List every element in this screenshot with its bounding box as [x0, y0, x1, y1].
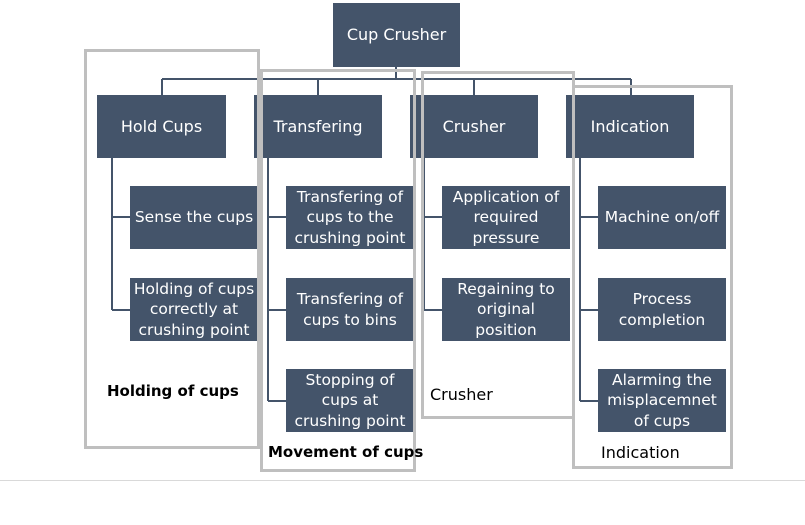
group-label-indication: Indication	[601, 443, 680, 462]
group-label-crusher: Crusher	[430, 385, 493, 404]
node-transfering-to-crushing-point: Transfering of cups to the crushing poin…	[286, 186, 414, 249]
node-transfering-to-bins: Transfering of cups to bins	[286, 278, 414, 341]
node-crusher: Crusher	[410, 95, 538, 158]
node-stopping-of-cups: Stopping of cups at crushing point	[286, 369, 414, 432]
group-frame-indication	[572, 85, 733, 469]
bottom-divider	[0, 480, 805, 481]
node-hold-cups: Hold Cups	[97, 95, 226, 158]
node-holding-of-cups: Holding of cups correctly at crushing po…	[130, 278, 258, 341]
group-frame-holding	[84, 49, 260, 449]
node-regaining-position: Regaining to original position	[442, 278, 570, 341]
root-node: Cup Crusher	[333, 3, 460, 67]
node-machine-on-off: Machine on/off	[598, 186, 726, 249]
group-frame-movement	[260, 69, 416, 472]
node-alarming-misplacement: Alarming the misplacemnet of cups	[598, 369, 726, 432]
node-transfering: Transfering	[254, 95, 382, 158]
node-indication: Indication	[566, 95, 694, 158]
group-label-holding: Holding of cups	[107, 382, 239, 400]
group-label-movement: Movement of cups	[268, 443, 424, 461]
group-frame-crusher	[421, 71, 575, 419]
node-process-completion: Process completion	[598, 278, 726, 341]
node-application-of-pressure: Application of required pressure	[442, 186, 570, 249]
node-sense-the-cups: Sense the cups	[130, 186, 258, 249]
